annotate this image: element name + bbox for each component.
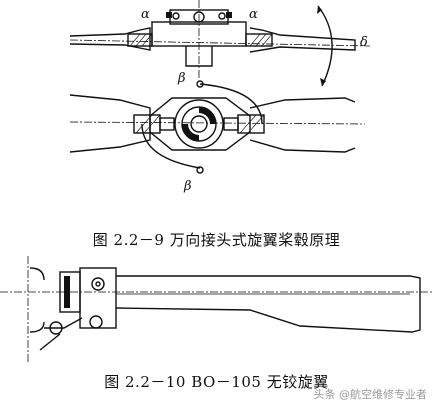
watermark: 头条 @航空维修专业者 bbox=[313, 388, 428, 401]
right-blade bbox=[249, 27, 356, 53]
hub-nut-left bbox=[166, 12, 172, 18]
bo105-hub-view bbox=[0, 256, 433, 362]
bo105-pitch-horn bbox=[39, 333, 61, 351]
blade-axis-line bbox=[69, 39, 371, 47]
bo105-blade-grip bbox=[79, 267, 117, 329]
hub-plan-view bbox=[69, 80, 366, 174]
bo105-bolt-upper-core bbox=[95, 281, 101, 287]
plan-hub-frame bbox=[149, 97, 251, 151]
bo105-bolt-upper bbox=[91, 277, 105, 291]
hub-bolt-right bbox=[218, 12, 226, 20]
gimbal-hatched-quadrant-1 bbox=[199, 107, 216, 124]
figure1-caption: 图 2.2－9 万向接头式旋翼桨毂原理 bbox=[92, 231, 341, 249]
delta-angle-arc bbox=[317, 5, 333, 87]
figure2-caption: 图 2.2－10 BO－105 无铰旋翼 bbox=[104, 373, 329, 391]
blade-root-right bbox=[237, 114, 265, 134]
trunnion-right bbox=[223, 117, 239, 131]
label-alpha-right: α bbox=[249, 7, 258, 22]
bo105-pitch-link bbox=[44, 317, 83, 329]
beta-pivot-upper bbox=[196, 80, 204, 88]
label-beta-bottom: β bbox=[184, 179, 192, 194]
bo105-hub-curve-bottom bbox=[29, 321, 45, 333]
bo105-blade bbox=[115, 275, 421, 333]
bo105-hub-plate bbox=[64, 276, 70, 308]
beta-arc-lower bbox=[141, 123, 201, 169]
gimbal-centre bbox=[190, 115, 208, 133]
label-beta-top: β bbox=[178, 71, 186, 86]
hub-nut-right bbox=[226, 12, 232, 18]
bo105-bolt-lower bbox=[89, 315, 103, 329]
label-delta: δ bbox=[360, 35, 368, 50]
gimbal-ring-outer bbox=[174, 99, 224, 149]
delta-arrow-top bbox=[317, 6, 322, 14]
hub-bolt-left bbox=[172, 12, 180, 20]
plan-right-blade bbox=[249, 97, 356, 153]
beta-pivot-lower bbox=[196, 166, 204, 174]
plan-axis-line bbox=[69, 121, 366, 125]
left-blade bbox=[69, 27, 151, 51]
gimbal-hatched-quadrant-2 bbox=[182, 124, 199, 141]
trunnion-left bbox=[159, 117, 175, 131]
beta-arc-upper bbox=[199, 83, 263, 125]
delta-arrow-bottom bbox=[320, 78, 326, 86]
plan-left-blade bbox=[69, 94, 151, 153]
bo105-hub-curve-top bbox=[29, 267, 45, 281]
blade-root-left bbox=[133, 114, 161, 134]
hub-side-view bbox=[69, 0, 371, 87]
label-alpha-left: α bbox=[141, 7, 150, 22]
